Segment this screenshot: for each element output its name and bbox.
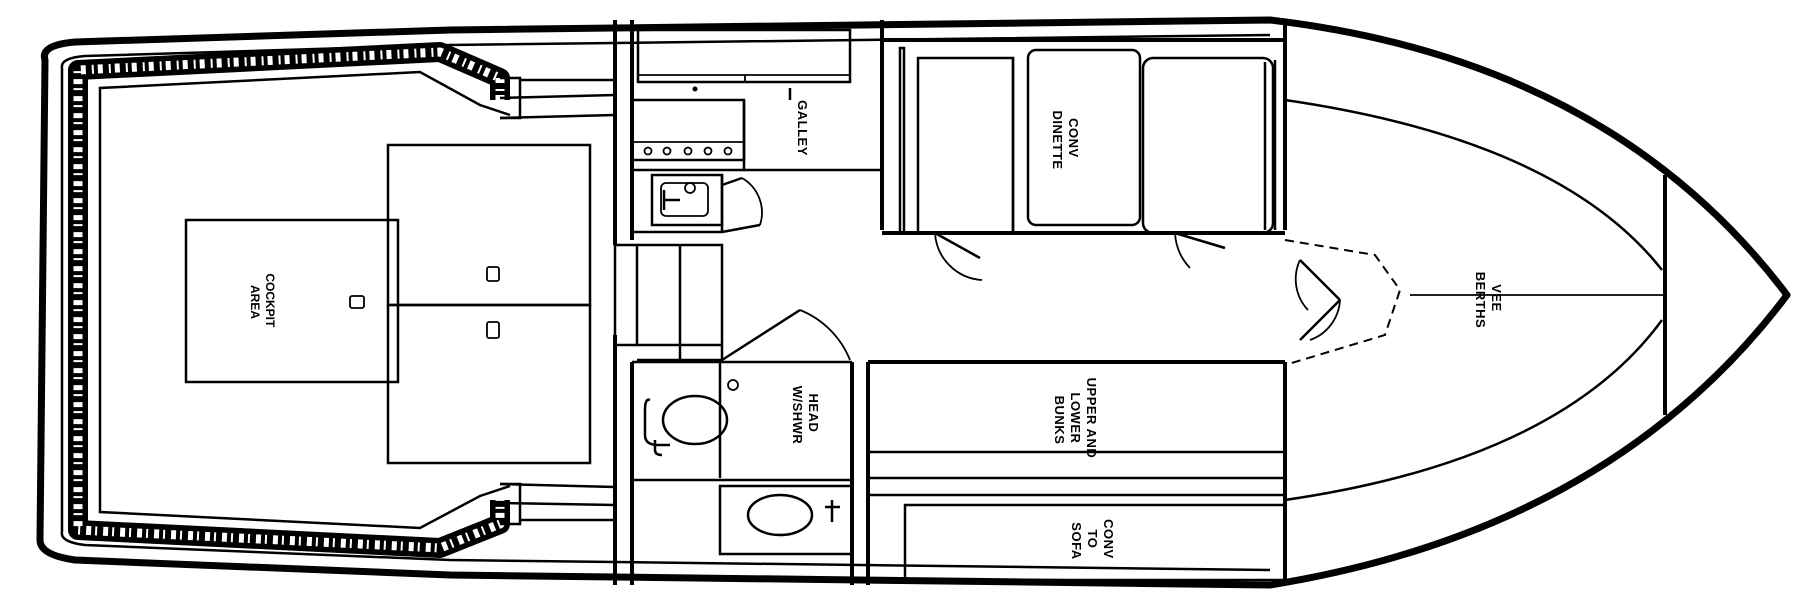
head-label: HEAD W/SHWR [790, 386, 821, 445]
head-compartment [632, 360, 854, 556]
side-decks [499, 78, 616, 522]
cabin-walls [613, 20, 1287, 585]
galley-label: GALLEY [795, 100, 810, 156]
hull-outline [36, 16, 1791, 589]
companionway [613, 243, 851, 362]
cockpit-coaming [68, 42, 522, 558]
convertible-sofa-label: CONV TO SOFA [1069, 519, 1116, 563]
cockpit-seating [184, 143, 592, 465]
dinette [882, 38, 1285, 281]
vee-berths-label: VEE BERTHS [1473, 272, 1504, 328]
cockpit-area-label: COCKPIT AREA [248, 273, 277, 330]
forward-vberth [1284, 98, 1667, 502]
dinette-label: CONV DINETTE [1050, 110, 1081, 169]
galley [630, 28, 882, 234]
upper-lower-bunks [868, 360, 1287, 582]
bunks-label: UPPER AND LOWER BUNKS [1052, 378, 1099, 463]
